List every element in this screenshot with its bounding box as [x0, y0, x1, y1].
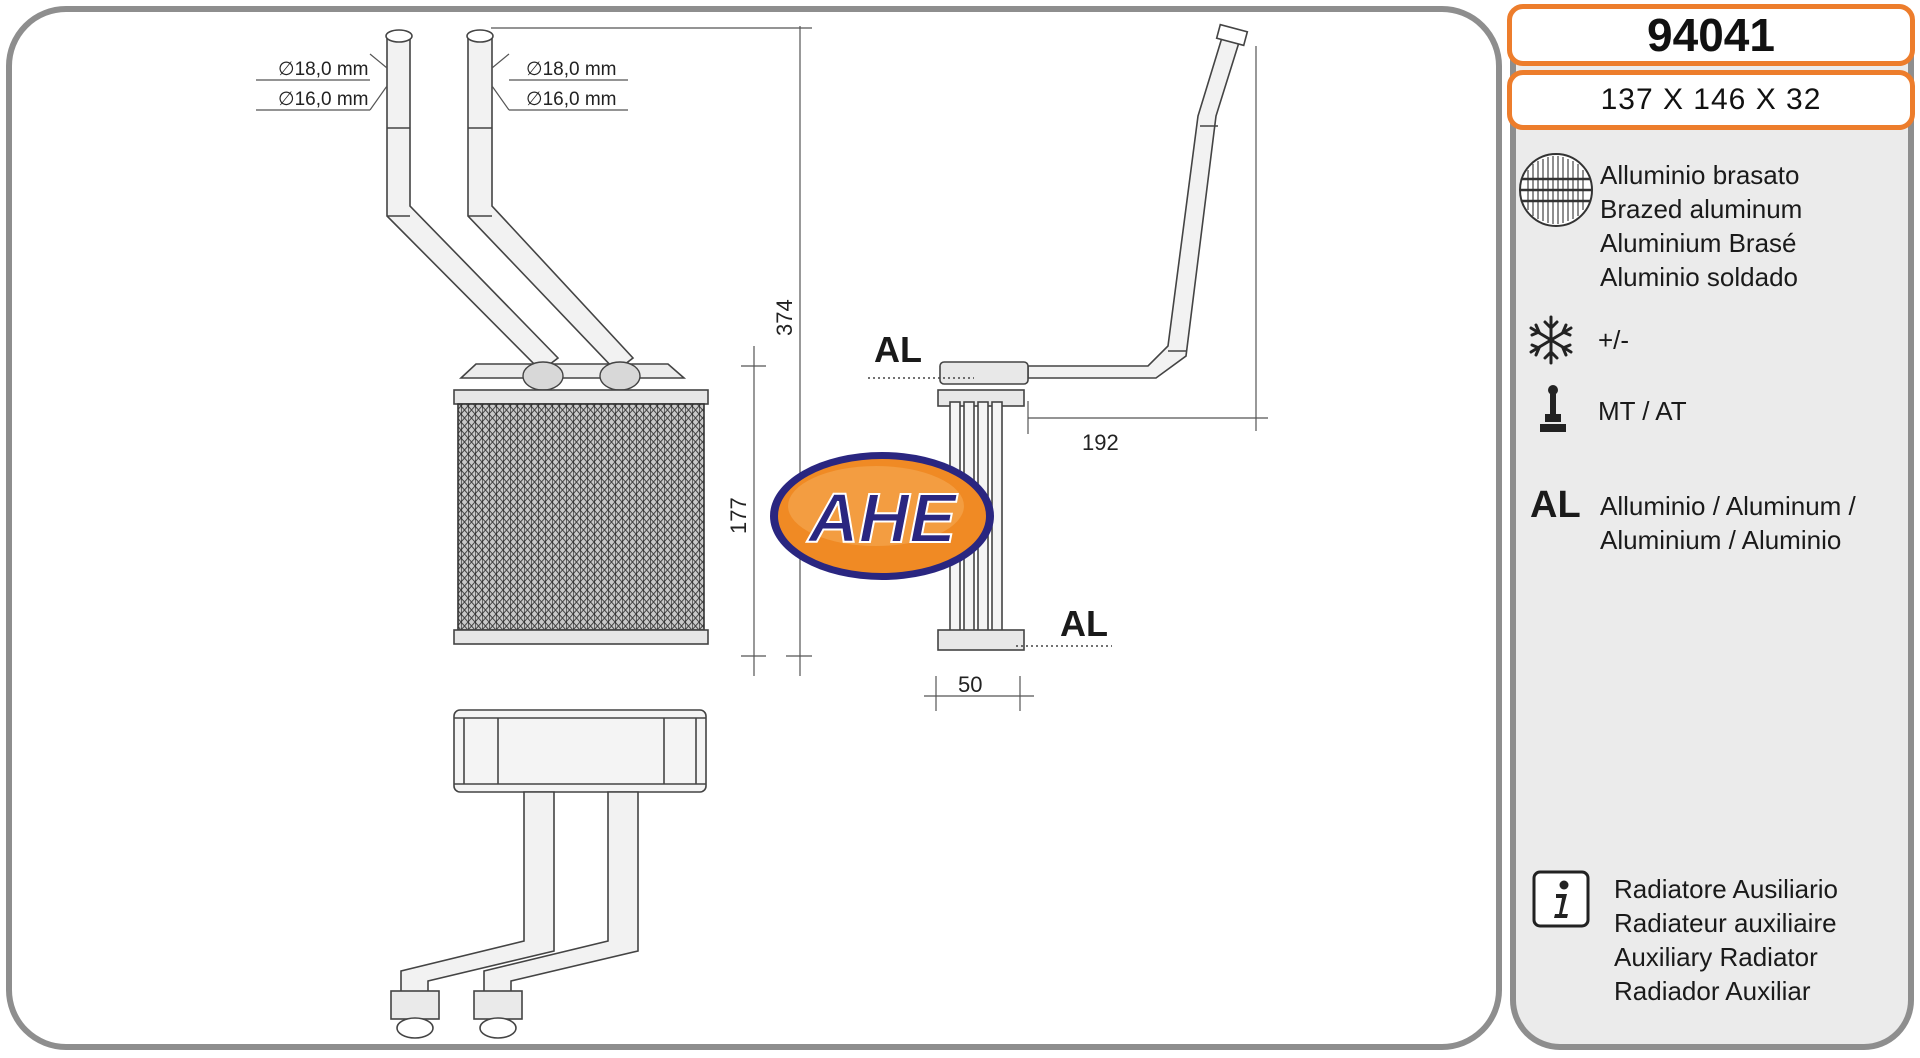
dim-depth: 192: [1082, 430, 1119, 455]
info-line-fr: Radiateur auxiliaire: [1614, 908, 1837, 938]
top-plate: [453, 389, 709, 405]
dim-core-height: 177: [726, 497, 751, 534]
technical-drawing: ∅18,0 mm ∅16,0 mm ∅18,0 mm ∅16,0 mm 374 …: [256, 23, 1268, 1039]
al-line-2: Aluminium / Aluminio: [1600, 525, 1842, 555]
material-line-fr: Aluminium Brasé: [1600, 228, 1797, 258]
al-line-1: Alluminio / Aluminum /: [1600, 491, 1856, 521]
tolerance-value: +/-: [1598, 325, 1630, 355]
material-description: Alluminio brasato Brazed aluminum Alumin…: [1600, 158, 1802, 294]
ahe-logo: AHE: [770, 452, 994, 580]
technical-drawing-panel: ∅18,0 mm ∅16,0 mm ∅18,0 mm ∅16,0 mm 374 …: [6, 6, 1502, 1050]
dim-total-height: 374: [772, 299, 797, 336]
radiator-core: [457, 403, 705, 631]
info-line-it: Radiatore Ausiliario: [1614, 874, 1839, 904]
side-view: [937, 23, 1249, 651]
diameter-inner-right-label: ∅16,0 mm: [526, 89, 616, 110]
diameter-outer-right-label: ∅18,0 mm: [526, 59, 616, 80]
material-line-es: Aluminio soldado: [1600, 262, 1799, 292]
top-tank: [458, 363, 687, 379]
material-line-en: Brazed aluminum: [1600, 194, 1803, 224]
product-dimensions: 137 X 146 X 32: [1600, 83, 1822, 116]
dim-width: 50: [958, 672, 982, 697]
bottom-plate: [453, 629, 709, 645]
pipe-openings: [385, 29, 494, 43]
info-line-es: Radiador Auxiliar: [1614, 976, 1811, 1006]
product-code-box: 94041: [1507, 4, 1915, 66]
transmission-value: MT / AT: [1598, 396, 1687, 426]
product-dimensions-box: 137 X 146 X 32: [1507, 70, 1915, 130]
product-code: 94041: [1647, 9, 1775, 61]
al-label-top: AL: [874, 329, 922, 370]
top-view: [390, 709, 707, 1039]
pipe-collars: [522, 361, 641, 391]
info-description: Radiatore Ausiliario Radiateur auxiliair…: [1614, 872, 1838, 1008]
front-view: [385, 29, 709, 645]
gear-shift-icon: [1538, 384, 1568, 439]
front-view-pipes: [386, 35, 635, 373]
al-leader-lines: [868, 377, 1112, 647]
tolerance-text: +/-: [1598, 323, 1629, 357]
transmission-text: MT / AT: [1598, 394, 1687, 428]
diameter-outer-left-label: ∅18,0 mm: [278, 59, 368, 80]
ahe-logo-text: AHE: [806, 479, 958, 557]
info-line-en: Auxiliary Radiator: [1614, 942, 1818, 972]
brazed-aluminum-icon: [1518, 152, 1594, 233]
snowflake-icon: [1524, 314, 1578, 371]
al-material-icon: AL: [1530, 484, 1581, 526]
al-description: Alluminio / Aluminum / Aluminium / Alumi…: [1600, 489, 1856, 557]
dimension-lines: [256, 26, 1268, 711]
diameter-inner-left-label: ∅16,0 mm: [278, 89, 368, 110]
al-label-bottom: AL: [1060, 603, 1108, 644]
info-icon: [1532, 870, 1590, 933]
material-line-it: Alluminio brasato: [1600, 160, 1800, 190]
